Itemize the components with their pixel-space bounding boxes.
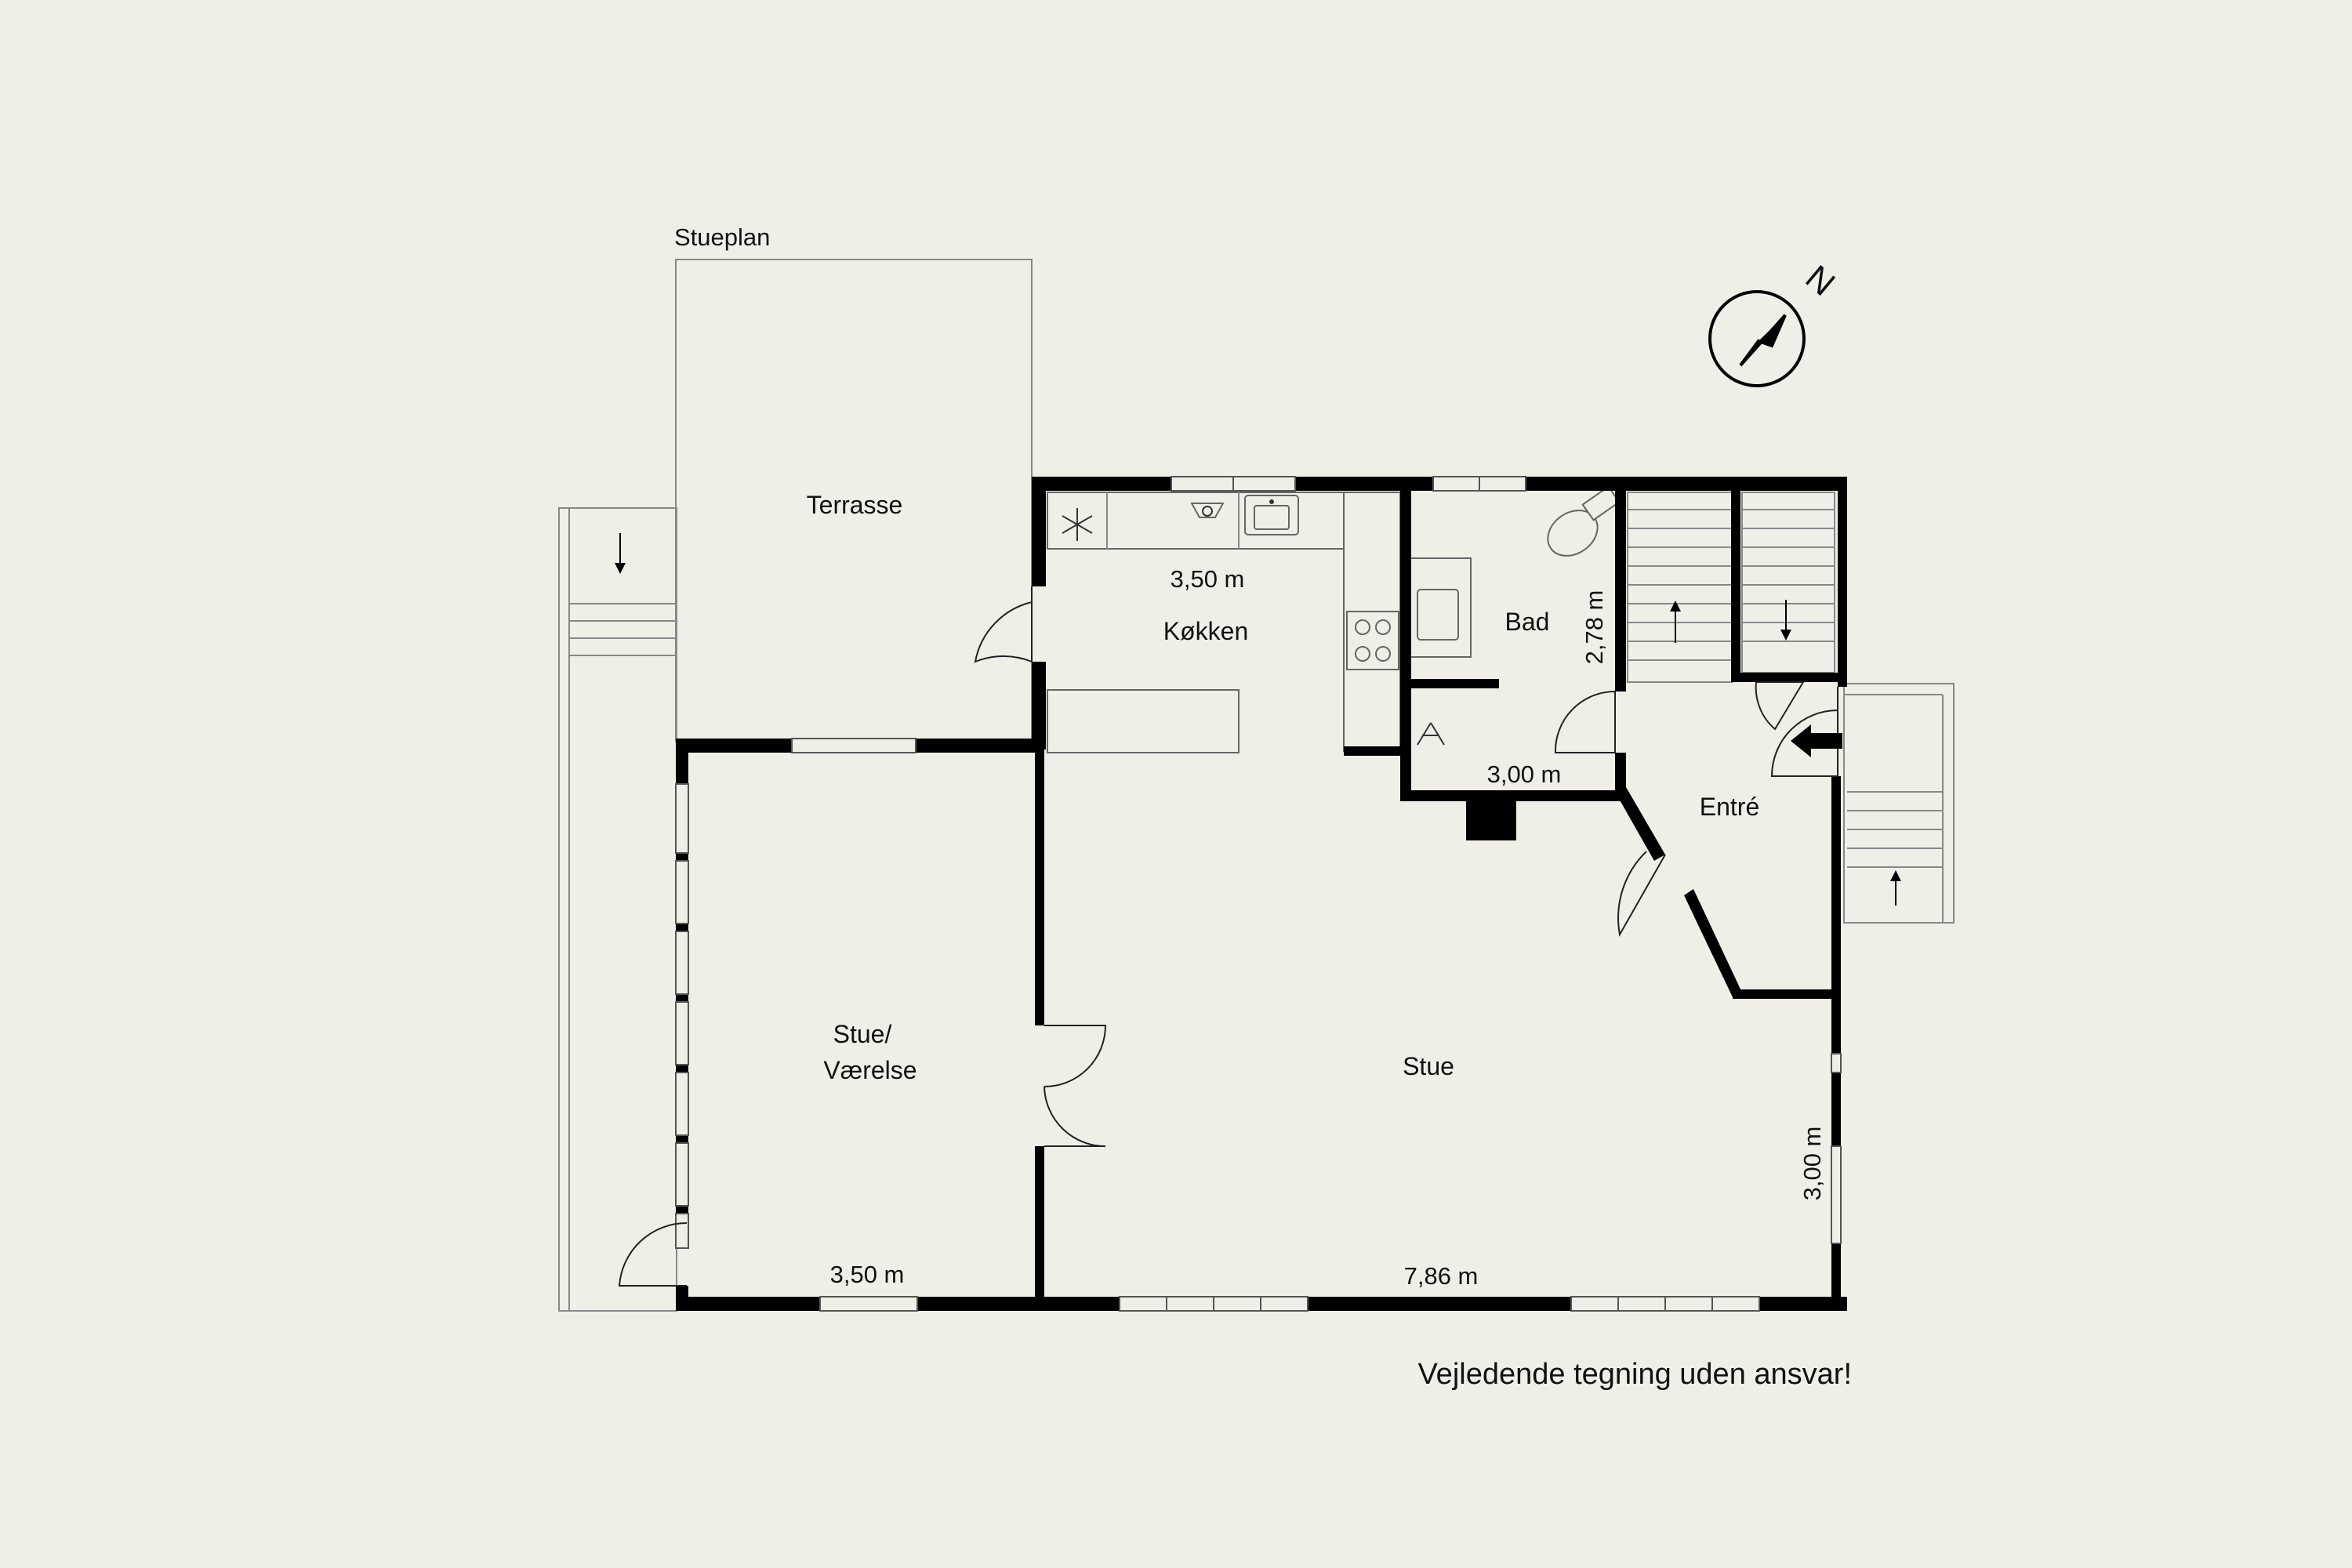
dimension-bad-width: 3,00 m: [1487, 760, 1562, 788]
interior-stairs: [1627, 492, 1835, 683]
dimension-stue-depth: 3,00 m: [1798, 1127, 1826, 1201]
room-label-stue: Stue: [1403, 1052, 1454, 1080]
dishwasher-icon: [1190, 503, 1225, 518]
left-deck: [558, 507, 677, 1312]
entrance-deck: [1843, 683, 1955, 924]
room-label-stue-vaerelse-line1: Stue/: [833, 1020, 892, 1048]
entrance-arrow-icon: [1791, 724, 1842, 757]
north-label: N: [1798, 258, 1842, 303]
compass-icon: [1708, 290, 1806, 387]
floor-title: Stueplan: [674, 223, 770, 251]
dimension-kokken-width: 3,50 m: [1171, 565, 1245, 593]
toilet-icon: [1547, 485, 1621, 557]
stove-icon: [1346, 611, 1399, 670]
sink-icon: [1244, 495, 1299, 535]
walls: [676, 477, 1847, 1311]
room-label-bad: Bad: [1505, 608, 1550, 636]
dimension-stue-vaerelse-width: 3,50 m: [830, 1261, 905, 1288]
room-label-entre: Entré: [1700, 793, 1759, 821]
dimension-bad-height: 2,78 m: [1581, 590, 1608, 665]
disclaimer: Vejledende tegning uden ansvar!: [1417, 1358, 1852, 1391]
freezer-icon: [1062, 508, 1093, 541]
bathroom-fixtures: [1406, 485, 1621, 658]
doors: [618, 586, 1838, 1287]
kitchen-fixtures: [1047, 492, 1445, 753]
oven-vent-icon: [1417, 722, 1445, 746]
room-label-kokken: Køkken: [1163, 617, 1248, 645]
dimension-stue-width: 7,86 m: [1404, 1262, 1479, 1290]
room-label-stue-vaerelse-line2: Værelse: [823, 1056, 916, 1084]
stair-down-arrow-icon: [615, 533, 626, 574]
room-label-terrasse: Terrasse: [807, 491, 903, 519]
windows: [675, 476, 1842, 1312]
stair-up-arrow-icon: [1890, 870, 1901, 906]
